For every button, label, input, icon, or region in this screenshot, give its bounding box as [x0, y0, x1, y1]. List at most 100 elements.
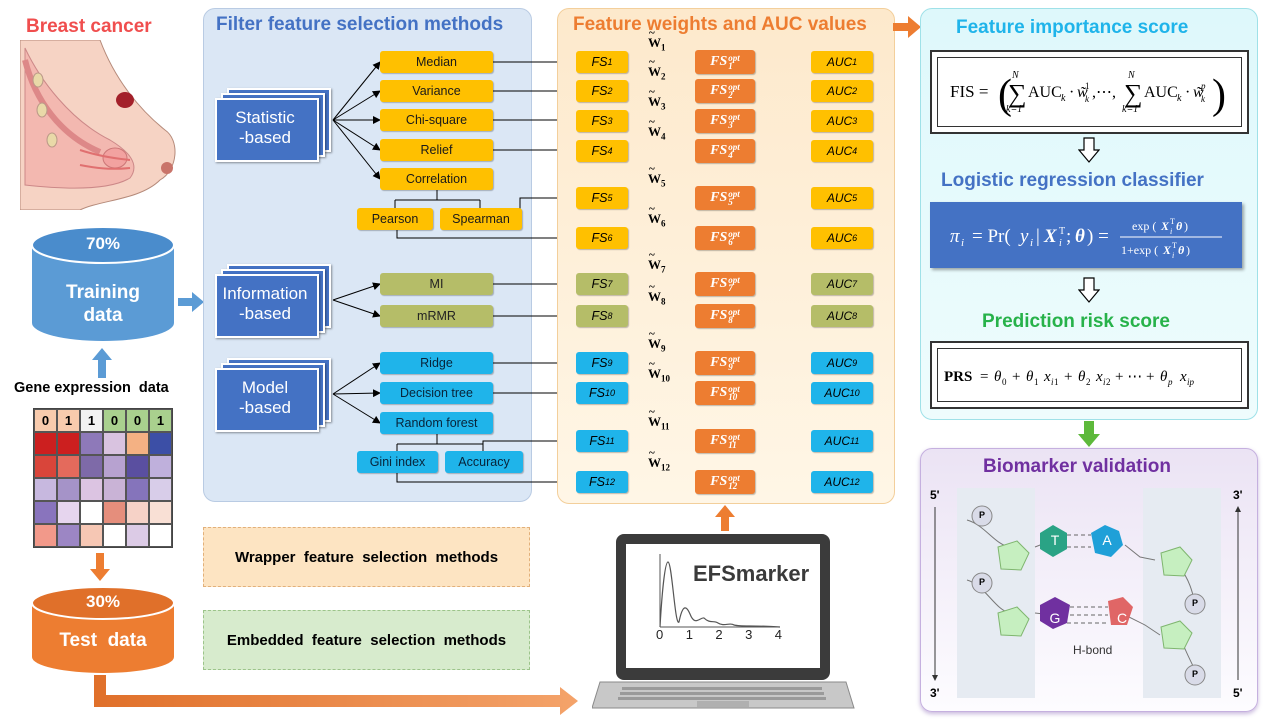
right-arrow-icon — [893, 16, 921, 38]
opt-sup: opt — [728, 431, 740, 442]
weight-symbol: W — [648, 366, 661, 381]
right-arrow-icon — [178, 292, 204, 312]
weight-symbol: W — [648, 171, 661, 186]
fs-sub: 8 — [607, 311, 613, 321]
opt-fs-label: FS — [710, 385, 728, 400]
svg-text:i: i — [1172, 251, 1174, 260]
svg-text:i: i — [961, 237, 964, 249]
svg-text:y: y — [1018, 226, 1029, 247]
svg-text:1: 1 — [1054, 377, 1059, 387]
auc-sub: 4 — [852, 146, 858, 156]
phosphate-label: P — [1191, 598, 1198, 608]
model-based-label: Model -based — [239, 378, 291, 417]
svg-text:1: 1 — [1034, 377, 1039, 387]
auc-label: AUC — [824, 475, 850, 489]
svg-text:FIS =: FIS = — [950, 82, 988, 101]
fs-sub: 2 — [607, 86, 613, 96]
svg-text:π: π — [950, 226, 960, 247]
fs-label: FS — [591, 356, 608, 370]
weight-sub: 2 — [661, 71, 666, 82]
svg-text:∑: ∑ — [1008, 79, 1027, 108]
fs-label: FS — [591, 114, 608, 128]
svg-text:N: N — [1011, 70, 1020, 81]
weight-label: ~W2 — [648, 56, 666, 82]
up-arrow-icon — [92, 348, 112, 378]
auc-label: AUC — [826, 114, 853, 128]
svg-text:PRS: PRS — [944, 369, 972, 385]
svg-text:k=1: k=1 — [1122, 104, 1138, 115]
method-median: Median — [380, 51, 493, 73]
fs-label: FS — [589, 434, 606, 448]
opt-sub: 5 — [728, 197, 733, 207]
gene-header-cell: 1 — [57, 409, 80, 432]
opt-fs-label: FS — [710, 190, 728, 205]
weight-symbol: W — [648, 257, 661, 272]
training-data-cylinder — [31, 226, 175, 341]
opt-fs-label: FS — [710, 230, 728, 245]
weight-symbol: W — [648, 35, 661, 50]
wrapper-methods-box: Wrapper feature selection methods — [203, 527, 530, 587]
opt-sub: 1 — [728, 61, 733, 71]
opt-sup: opt — [728, 353, 740, 364]
down-arrow-icon — [1078, 137, 1100, 163]
svg-text:=: = — [980, 369, 988, 385]
weight-label: ~W5 — [648, 163, 666, 189]
opt-sub: 7 — [728, 283, 733, 293]
base-t: T — [1050, 532, 1060, 548]
weight-symbol: W — [648, 414, 661, 429]
information-based-stack: Information -based — [215, 264, 335, 339]
weight-symbol: W — [648, 336, 661, 351]
efsmarker-label: EFSmarker — [693, 561, 810, 586]
svg-text:∑: ∑ — [1124, 79, 1143, 108]
fs-label: FS — [591, 144, 608, 158]
svg-text:) =: ) = — [1087, 226, 1109, 247]
gene-header-cell: 0 — [34, 409, 57, 432]
weight-symbol: W — [648, 94, 661, 109]
axis-tick: 4 — [774, 627, 782, 642]
svg-text:θ: θ — [1078, 369, 1086, 385]
auc-sub: 3 — [852, 116, 858, 126]
auc-sub: 2 — [852, 86, 858, 96]
axis-tick: 3 — [745, 627, 753, 642]
fs-sub: 7 — [607, 279, 613, 289]
test-data-cylinder — [31, 586, 175, 673]
svg-text:): ) — [1186, 243, 1190, 257]
svg-text:k: k — [1201, 94, 1206, 104]
training-percent: 70% — [85, 234, 121, 253]
auc-label: AUC — [824, 386, 850, 400]
svg-text:i: i — [1170, 227, 1172, 236]
auc-sub: 1 — [852, 57, 858, 67]
base-c: C — [1116, 610, 1128, 626]
auc-label: AUC — [826, 309, 853, 323]
opt-fs-label: FS — [710, 83, 728, 98]
auc-sub: 11 — [850, 436, 860, 446]
opt-sup: opt — [728, 228, 740, 239]
svg-text:p: p — [1200, 81, 1206, 91]
svg-text:i: i — [1059, 238, 1062, 249]
statistic-based-label: Statistic -based — [235, 108, 295, 147]
breast-illustration — [20, 40, 176, 210]
method-ridge: Ridge — [380, 352, 493, 374]
svg-text:θ: θ — [1178, 243, 1185, 257]
opt-sub: 11 — [728, 440, 737, 450]
weight-symbol: W — [648, 64, 661, 79]
weight-label: ~W4 — [648, 116, 666, 142]
method-random-forest: Random forest — [380, 412, 493, 434]
svg-text:= Pr(: = Pr( — [972, 226, 1011, 247]
